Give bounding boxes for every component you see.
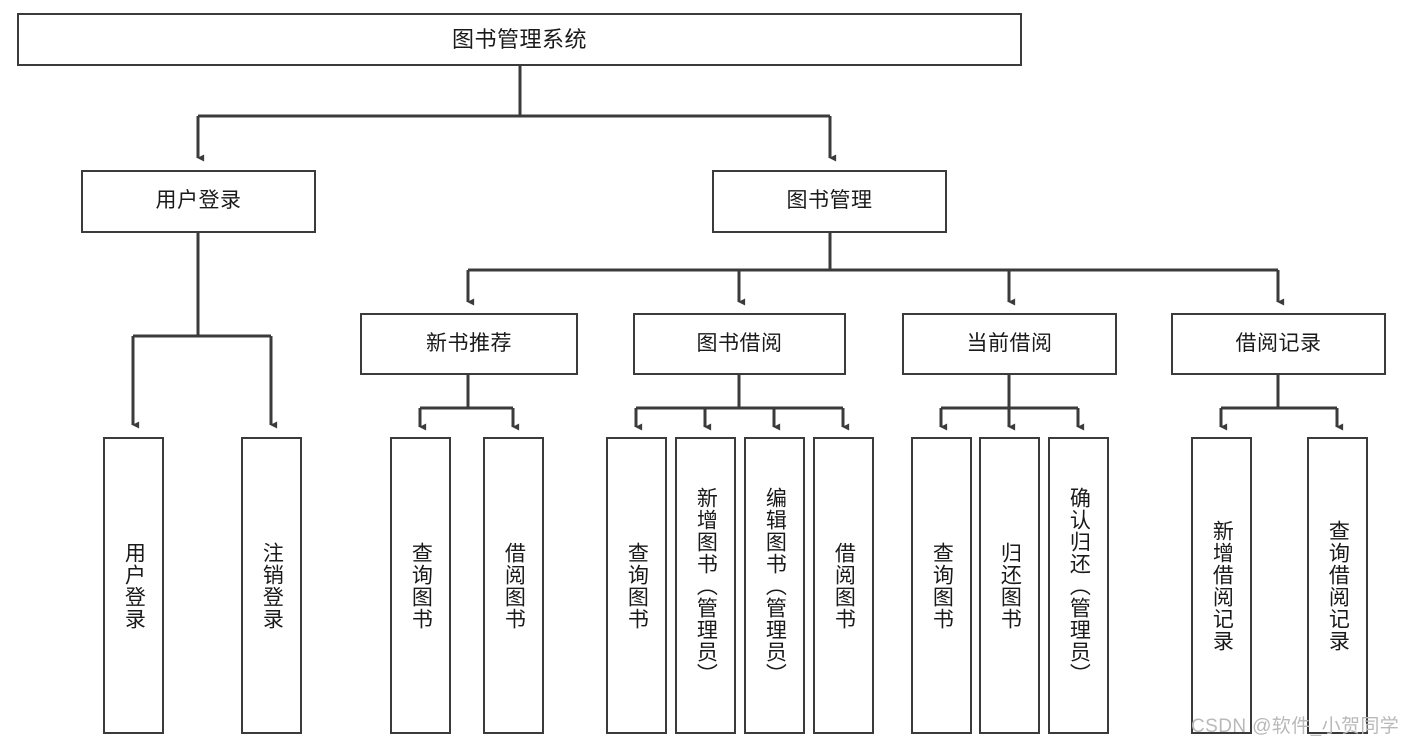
leaf-add-borrow-record-label: 新增借阅记录 xyxy=(1210,519,1234,652)
leaf-borrow-book-2[interactable]: 借阅图书 xyxy=(813,437,874,734)
node-user-login-label: 用户登录 xyxy=(155,189,242,213)
leaf-query-book-2[interactable]: 查询图书 xyxy=(606,437,667,734)
leaf-query-borrow-record[interactable]: 查询借阅记录 xyxy=(1307,437,1368,734)
leaf-borrow-book-1-label: 借阅图书 xyxy=(502,541,526,630)
node-book-borrow-label: 图书借阅 xyxy=(696,331,783,355)
leaf-add-book-admin[interactable]: 新增图书（管理员） xyxy=(675,437,736,734)
leaf-query-book-1[interactable]: 查询图书 xyxy=(390,437,451,734)
leaf-confirm-return-admin-label: 确认归还（管理员） xyxy=(1067,486,1091,685)
node-borrow-record[interactable]: 借阅记录 xyxy=(1171,313,1386,375)
leaf-confirm-return-admin[interactable]: 确认归还（管理员） xyxy=(1048,437,1109,734)
leaf-borrow-book-2-label: 借阅图书 xyxy=(832,541,856,630)
leaf-query-book-3-label: 查询图书 xyxy=(930,541,954,630)
node-current-borrow-label: 当前借阅 xyxy=(966,331,1053,355)
leaf-user-login[interactable]: 用户登录 xyxy=(103,437,164,734)
node-book-borrow[interactable]: 图书借阅 xyxy=(633,313,846,375)
leaf-return-book[interactable]: 归还图书 xyxy=(979,437,1040,734)
leaf-edit-book-admin[interactable]: 编辑图书（管理员） xyxy=(744,437,805,734)
leaf-add-book-admin-label: 新增图书（管理员） xyxy=(694,486,718,685)
node-current-borrow[interactable]: 当前借阅 xyxy=(902,313,1117,375)
leaf-return-book-label: 归还图书 xyxy=(998,541,1022,630)
node-new-book-recommend[interactable]: 新书推荐 xyxy=(360,313,578,375)
leaf-query-borrow-record-label: 查询借阅记录 xyxy=(1326,519,1350,652)
leaf-logout[interactable]: 注销登录 xyxy=(241,437,302,734)
node-root-system-label: 图书管理系统 xyxy=(451,26,587,52)
leaf-logout-label: 注销登录 xyxy=(260,541,284,630)
node-book-manage[interactable]: 图书管理 xyxy=(712,170,947,233)
node-root-system[interactable]: 图书管理系统 xyxy=(17,13,1022,66)
leaf-add-borrow-record[interactable]: 新增借阅记录 xyxy=(1191,437,1252,734)
leaf-user-login-label: 用户登录 xyxy=(122,541,146,630)
node-new-book-recommend-label: 新书推荐 xyxy=(426,331,512,355)
node-borrow-record-label: 借阅记录 xyxy=(1235,331,1322,355)
node-user-login[interactable]: 用户登录 xyxy=(81,170,316,233)
leaf-query-book-1-label: 查询图书 xyxy=(409,541,433,630)
csdn-watermark: CSDN @软件_小贺同学 xyxy=(1191,716,1400,737)
leaf-query-book-2-label: 查询图书 xyxy=(625,541,649,630)
leaf-edit-book-admin-label: 编辑图书（管理员） xyxy=(763,486,787,685)
node-book-manage-label: 图书管理 xyxy=(786,189,873,213)
leaf-borrow-book-1[interactable]: 借阅图书 xyxy=(483,437,544,734)
leaf-query-book-3[interactable]: 查询图书 xyxy=(911,437,972,734)
